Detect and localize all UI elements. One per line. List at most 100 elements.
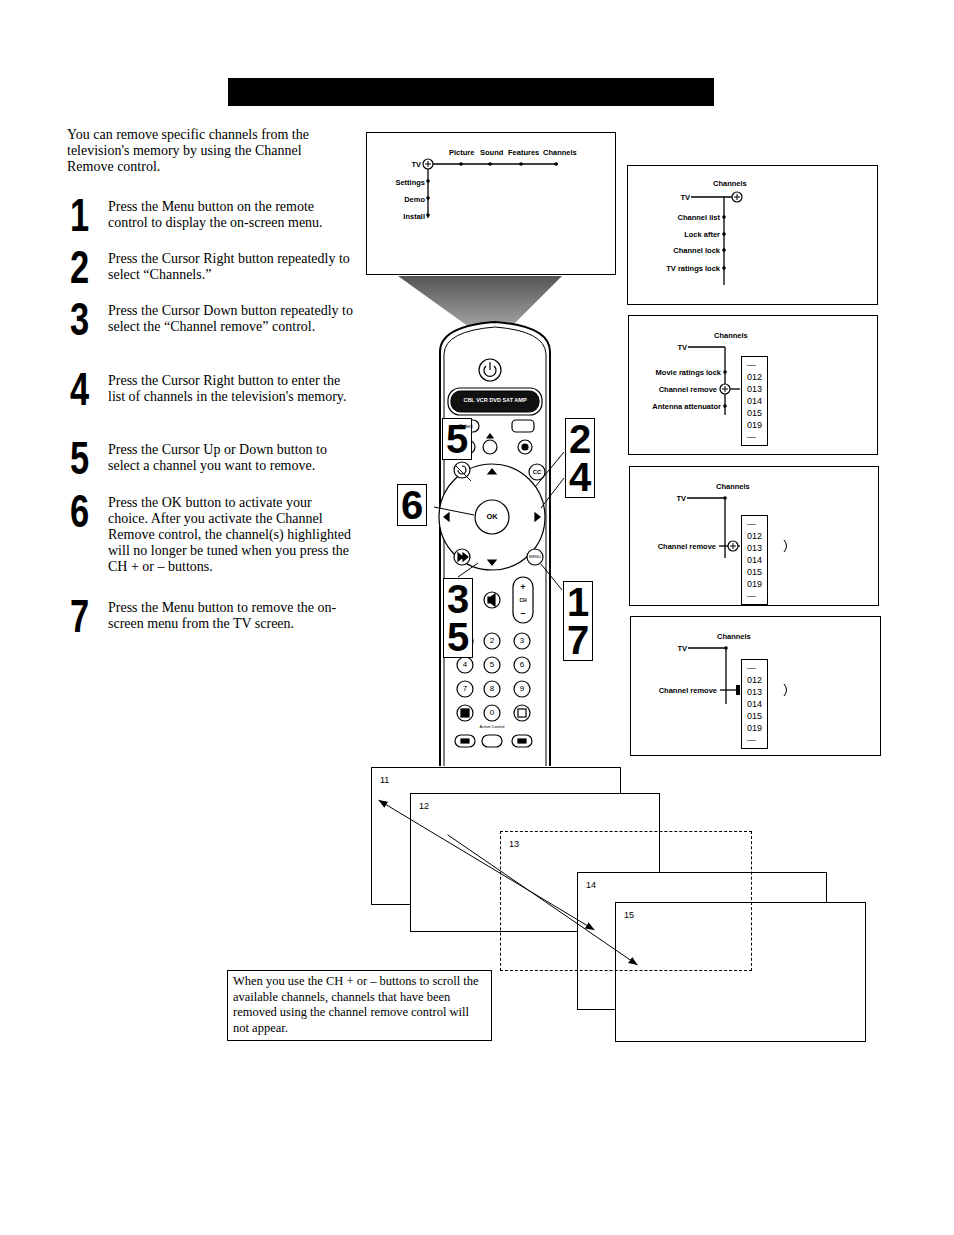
menu-tree bbox=[627, 165, 878, 305]
step-text: You can remove specific channels from th… bbox=[67, 127, 335, 175]
step-number: 7 bbox=[70, 593, 89, 639]
channel-number: 11 bbox=[380, 775, 389, 786]
channel-number: — bbox=[747, 518, 762, 530]
step-text: Press the Menu button to remove the on-s… bbox=[108, 600, 353, 632]
cursor-icon bbox=[732, 192, 742, 202]
callout-number: 4 bbox=[569, 458, 591, 496]
menu-item: TV bbox=[676, 494, 686, 503]
menu-item: Movie ratings lock bbox=[656, 368, 721, 377]
menu-screen: ChannelsTVChannel remove—012013014015019… bbox=[630, 616, 881, 756]
digit-key: 5 bbox=[490, 661, 494, 669]
remote-buttons bbox=[458, 553, 468, 561]
channel-number: 015 bbox=[747, 407, 762, 419]
menu-item: TV ratings lock bbox=[666, 264, 720, 273]
tree-dot bbox=[459, 162, 463, 166]
step-number: 4 bbox=[70, 366, 89, 412]
tree-dot bbox=[554, 162, 558, 166]
tree-dot bbox=[722, 215, 726, 219]
remote-buttons bbox=[514, 633, 530, 649]
channel-number: 12 bbox=[419, 801, 429, 812]
cursor-icon bbox=[423, 159, 433, 169]
cursor-icon bbox=[423, 159, 433, 169]
cursor-icon bbox=[720, 384, 730, 394]
remote-buttons bbox=[458, 466, 466, 474]
callout-number: 5 bbox=[447, 618, 469, 656]
channel-number: — bbox=[747, 359, 762, 371]
channel-number: — bbox=[747, 590, 762, 602]
cursor-icon bbox=[734, 194, 740, 200]
tree-line bbox=[724, 498, 725, 558]
menu-item: Antenna attenuator bbox=[652, 402, 721, 411]
tree-dot bbox=[722, 248, 726, 252]
channel-number: 012 bbox=[747, 371, 762, 383]
menu-item: TV bbox=[677, 343, 687, 352]
cursor-icon bbox=[722, 386, 728, 392]
menu-item: Picture bbox=[449, 148, 474, 157]
tree-dot bbox=[723, 496, 727, 500]
tree-line bbox=[688, 647, 726, 648]
remote-buttons bbox=[455, 735, 475, 747]
menu-item: Features bbox=[508, 148, 539, 157]
menu-item: Channels bbox=[713, 179, 747, 188]
remote-buttons bbox=[518, 739, 526, 743]
channel-number: — bbox=[747, 431, 762, 443]
channel-list: —012013014015019— bbox=[741, 356, 768, 446]
channel-number: 015 bbox=[747, 566, 762, 578]
menu-item: Channel remove bbox=[658, 542, 716, 551]
callout-box: 24 bbox=[565, 418, 595, 498]
bracket bbox=[784, 684, 787, 696]
channel-list: —012013014015019— bbox=[741, 515, 768, 605]
tree-line bbox=[723, 197, 724, 285]
digit-key: 7 bbox=[463, 685, 467, 693]
note-text: When you use the CH + or – buttons to sc… bbox=[233, 974, 486, 1036]
step-text: Press the Cursor Up or Down button to se… bbox=[108, 442, 353, 474]
leader-line bbox=[541, 478, 564, 508]
channel-number: 012 bbox=[747, 674, 762, 686]
cursor-icon bbox=[720, 384, 730, 394]
menu-item: Channels bbox=[543, 148, 577, 157]
channel-number: 14 bbox=[586, 880, 596, 891]
remote-buttons bbox=[518, 709, 526, 717]
channel-number: — bbox=[747, 734, 762, 746]
step-text: Press the Menu button on the remote cont… bbox=[108, 199, 353, 231]
button-text: + bbox=[520, 583, 525, 592]
callout-box: 6 bbox=[397, 484, 427, 526]
tree-dot bbox=[426, 179, 430, 183]
channel-list: —012013014015019— bbox=[741, 659, 768, 749]
tv-screen: 13 bbox=[500, 831, 752, 971]
step-text: Press the OK button to activate your cho… bbox=[108, 495, 353, 575]
remote-buttons bbox=[512, 735, 532, 747]
highlight-marker bbox=[736, 685, 740, 695]
callout-number: 6 bbox=[401, 486, 423, 524]
remote-body bbox=[440, 322, 550, 766]
remote-buttons bbox=[461, 739, 469, 743]
step-text: Press the Cursor Right button to enter t… bbox=[108, 373, 353, 405]
tree-dot bbox=[723, 370, 727, 374]
remote-buttons bbox=[439, 359, 545, 747]
remote-buttons bbox=[484, 633, 500, 649]
menu-item: Channel remove bbox=[659, 385, 717, 394]
remote-buttons bbox=[457, 681, 473, 697]
channel-number: 015 bbox=[747, 710, 762, 722]
remote-buttons bbox=[454, 549, 470, 565]
channel-number: 019 bbox=[747, 419, 762, 431]
step-text: Press the Cursor Right button repeatedly… bbox=[108, 251, 353, 283]
remote-buttons bbox=[484, 681, 500, 697]
remote-buttons bbox=[454, 462, 470, 478]
step-number: 2 bbox=[70, 244, 89, 290]
scroll-arrow bbox=[448, 835, 638, 965]
menu-item: Demo bbox=[404, 195, 425, 204]
remote-buttons bbox=[489, 362, 490, 370]
remote-buttons bbox=[518, 440, 532, 454]
step-number: 5 bbox=[70, 435, 89, 481]
menu-item: Install bbox=[403, 212, 425, 221]
cursor-icon bbox=[425, 161, 431, 167]
callout-number: 1 bbox=[567, 583, 589, 621]
menu-screen: ChannelsTVMovie ratings lockChannel remo… bbox=[628, 315, 878, 455]
remote-buttons bbox=[479, 359, 501, 381]
menu-screen: PictureSoundFeaturesChannelsTVSettingsDe… bbox=[366, 132, 616, 275]
tree-line bbox=[725, 648, 726, 704]
button-text: MENU bbox=[529, 555, 541, 559]
cursor-icon bbox=[732, 192, 742, 202]
channel-number: 013 bbox=[747, 542, 762, 554]
